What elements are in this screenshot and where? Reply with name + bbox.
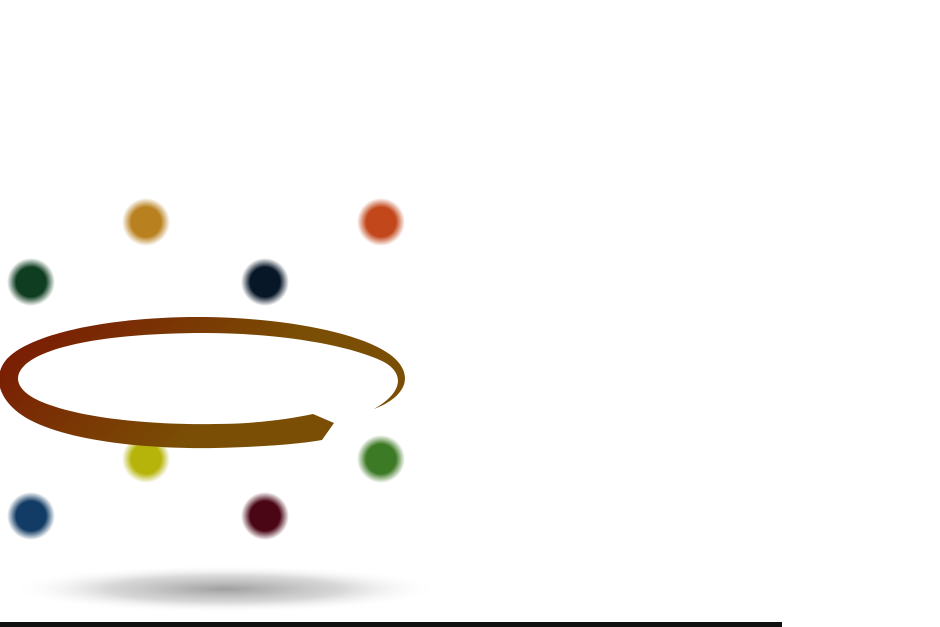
sphere-blue bbox=[7, 492, 55, 540]
sphere-orange bbox=[357, 198, 405, 246]
sphere-yellow-green bbox=[122, 435, 170, 483]
sphere-maroon bbox=[241, 492, 289, 540]
sphere-gold bbox=[122, 198, 170, 246]
sphere-group bbox=[7, 198, 405, 540]
bottom-rule bbox=[0, 622, 782, 627]
ring-ribbon bbox=[0, 316, 405, 449]
sphere-green bbox=[357, 435, 405, 483]
ground-shadow bbox=[10, 565, 440, 613]
sphere-navy bbox=[241, 258, 289, 306]
sphere-dark-green bbox=[7, 258, 55, 306]
